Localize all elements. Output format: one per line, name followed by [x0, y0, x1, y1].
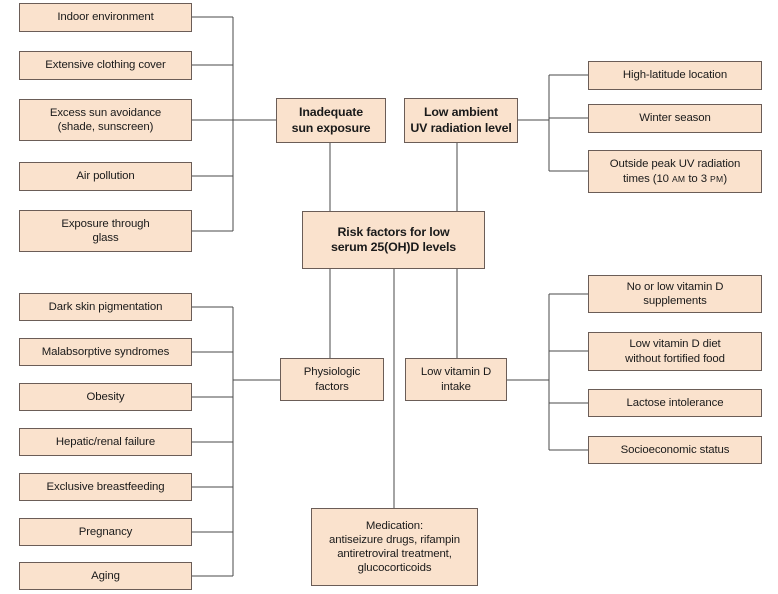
- node-label: Inadequate sun exposure: [281, 105, 381, 136]
- node-exposure-through-glass[interactable]: Exposure through glass: [19, 210, 192, 252]
- pm-label: PM: [710, 173, 724, 184]
- node-label: Exposure through glass: [24, 217, 187, 245]
- node-label: Socioeconomic status: [620, 443, 730, 456]
- node-label-line2: glass: [92, 232, 119, 244]
- node-label: Aging: [91, 569, 120, 582]
- node-label: Exclusive breastfeeding: [46, 480, 165, 493]
- node-label: Excess sun avoidance (shade, sunscreen): [24, 106, 187, 134]
- node-lactose-intolerance[interactable]: Lactose intolerance: [588, 389, 762, 417]
- node-label-line1: No or low vitamin D: [626, 280, 724, 293]
- node-label-line4: glucocorticoids: [357, 562, 432, 575]
- time-prefix: times (10: [622, 172, 672, 185]
- node-label: Obesity: [86, 390, 125, 403]
- node-extensive-clothing-cover[interactable]: Extensive clothing cover: [19, 51, 192, 80]
- node-label: Indoor environment: [57, 11, 154, 24]
- node-label-line2: supplements: [643, 295, 707, 307]
- node-label-line1: Outside peak UV radiation: [609, 158, 741, 171]
- node-label: Medication: antiseizure drugs, rifampin …: [316, 519, 473, 576]
- time-suffix: ): [723, 172, 728, 185]
- node-label-line2: intake: [441, 380, 471, 393]
- node-label-line2: UV radiation level: [410, 120, 512, 135]
- node-label: Pregnancy: [78, 525, 133, 538]
- node-label-line1: Low vitamin D diet: [629, 338, 721, 351]
- node-dark-skin-pigmentation[interactable]: Dark skin pigmentation: [19, 293, 192, 321]
- node-label: Dark skin pigmentation: [48, 300, 163, 313]
- node-label: Physiologic factors: [285, 365, 379, 393]
- node-obesity[interactable]: Obesity: [19, 383, 192, 411]
- node-inadequate-sun-exposure[interactable]: Inadequate sun exposure: [276, 98, 386, 143]
- node-label-line1: Low vitamin D: [420, 366, 492, 379]
- page-title-line1: Risk factors for low: [337, 224, 450, 239]
- node-label-line2: (shade, sunscreen): [57, 121, 154, 133]
- node-label-line2: factors: [315, 380, 349, 393]
- page-title-line2: serum 25(OH)D levels: [330, 240, 457, 254]
- node-indoor-environment[interactable]: Indoor environment: [19, 3, 192, 32]
- node-hepatic-renal-failure[interactable]: Hepatic/renal failure: [19, 428, 192, 456]
- node-winter-season[interactable]: Winter season: [588, 104, 762, 133]
- node-exclusive-breastfeeding[interactable]: Exclusive breastfeeding: [19, 473, 192, 501]
- node-label: Hepatic/renal failure: [55, 435, 156, 448]
- node-label-line1: Low ambient: [423, 105, 499, 120]
- node-label-line1: Excess sun avoidance: [49, 106, 162, 119]
- node-label: Air pollution: [76, 170, 135, 183]
- node-label-line2: times (10 AM to 3 PM): [623, 173, 727, 185]
- node-label-line1: Inadequate: [299, 105, 363, 120]
- node-label: Outside peak UV radiation times (10 AM t…: [593, 157, 757, 185]
- node-physiologic-factors[interactable]: Physiologic factors: [280, 358, 384, 401]
- node-label: High-latitude location: [622, 69, 728, 82]
- node-medication[interactable]: Medication: antiseizure drugs, rifampin …: [311, 508, 478, 586]
- node-label-line1: Physiologic: [303, 366, 361, 379]
- node-excess-sun-avoidance[interactable]: Excess sun avoidance (shade, sunscreen): [19, 99, 192, 141]
- node-label: Low ambient UV radiation level: [409, 105, 513, 136]
- node-label: Low vitamin D intake: [410, 365, 502, 393]
- node-label-line1: Medication:: [365, 519, 424, 532]
- node-pregnancy[interactable]: Pregnancy: [19, 518, 192, 546]
- node-low-ambient-uv-radiation-level[interactable]: Low ambient UV radiation level: [404, 98, 518, 143]
- node-label: Low vitamin D diet without fortified foo…: [593, 337, 757, 365]
- node-low-vitamin-d-diet[interactable]: Low vitamin D diet without fortified foo…: [588, 332, 762, 371]
- node-label: Malabsorptive syndromes: [41, 345, 170, 358]
- node-label-line1: Exposure through: [61, 217, 150, 230]
- node-label: No or low vitamin D supplements: [593, 280, 757, 308]
- page-title: Risk factors for low serum 25(OH)D level…: [307, 225, 480, 256]
- am-label: AM: [671, 173, 686, 184]
- node-socioeconomic-status[interactable]: Socioeconomic status: [588, 436, 762, 464]
- node-label-line2: without fortified food: [625, 352, 725, 365]
- node-label: Winter season: [639, 112, 711, 125]
- time-mid: to 3: [685, 172, 711, 185]
- node-label: Lactose intolerance: [626, 396, 724, 409]
- node-aging[interactable]: Aging: [19, 562, 192, 590]
- node-label-line3: antiretroviral treatment,: [337, 548, 452, 560]
- node-malabsorptive-syndromes[interactable]: Malabsorptive syndromes: [19, 338, 192, 366]
- node-no-or-low-vitamin-d-supplements[interactable]: No or low vitamin D supplements: [588, 275, 762, 313]
- node-air-pollution[interactable]: Air pollution: [19, 162, 192, 191]
- node-label-line2: antiseizure drugs, rifampin: [329, 533, 460, 546]
- node-label-line2: sun exposure: [291, 120, 371, 135]
- node-high-latitude-location[interactable]: High-latitude location: [588, 61, 762, 90]
- node-low-vitamin-d-intake[interactable]: Low vitamin D intake: [405, 358, 507, 401]
- node-risk-factors-center[interactable]: Risk factors for low serum 25(OH)D level…: [302, 211, 485, 269]
- node-outside-peak-uv-radiation-times[interactable]: Outside peak UV radiation times (10 AM t…: [588, 150, 762, 193]
- node-label: Extensive clothing cover: [45, 59, 166, 72]
